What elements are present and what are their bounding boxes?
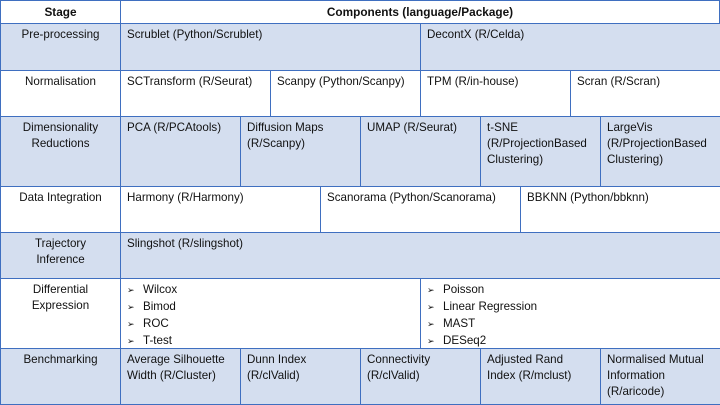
arrow-bullet-icon: ➢: [427, 337, 435, 347]
component-label: DecontX (R/Celda): [427, 28, 525, 41]
header-stage: Stage: [0, 0, 121, 24]
component-label: Clustering): [487, 153, 544, 166]
stage-label: Trajectory: [34, 237, 87, 250]
stage-label: Dimensionality: [22, 121, 99, 134]
stage-cell: Normalisation: [0, 70, 121, 117]
component-cell: Harmony (R/Harmony): [120, 186, 321, 233]
component-cell: DecontX (R/Celda): [420, 23, 720, 71]
stage-label: Reductions: [31, 137, 90, 150]
bullet-item: ➢ Wilcox: [127, 282, 414, 299]
stage-label: Differential: [32, 283, 89, 296]
component-label: BBKNN (Python/bbknn): [527, 191, 649, 204]
bullet-text: Linear Regression: [443, 300, 538, 313]
bullet-text: MAST: [443, 317, 476, 330]
component-label: Scran (R/Scran): [577, 75, 661, 88]
bullet-item: ➢ Linear Regression: [427, 299, 714, 316]
component-label: UMAP (R/Seurat): [367, 121, 457, 134]
component-label: Average Silhouette: [127, 353, 225, 366]
arrow-bullet-icon: ➢: [127, 320, 135, 330]
bullet-item: ➢ Bimod: [127, 299, 414, 316]
component-label: t-SNE: [487, 121, 518, 134]
arrow-bullet-icon: ➢: [427, 303, 435, 313]
component-label: Scrublet (Python/Scrublet): [127, 28, 263, 41]
component-label: (R/clValid): [247, 369, 300, 382]
component-label: Scanpy (Python/Scanpy): [277, 75, 405, 88]
component-label: (R/Scanpy): [247, 137, 305, 150]
component-label: Information: [607, 369, 665, 382]
stage-label: Benchmarking: [23, 353, 98, 366]
component-label: Index (R/mclust): [487, 369, 572, 382]
component-label: SCTransform (R/Seurat): [127, 75, 253, 88]
component-label: Adjusted Rand: [487, 353, 564, 366]
component-cell: Connectivity (R/clValid): [360, 348, 481, 405]
bullet-text: Poisson: [443, 283, 485, 296]
stage-cell: Benchmarking: [0, 348, 121, 405]
component-label: Harmony (R/Harmony): [127, 191, 244, 204]
header-components: Components (language/Package): [120, 0, 720, 24]
component-label: Width (R/Cluster): [127, 369, 216, 382]
component-label: (R/ProjectionBased: [607, 137, 707, 150]
component-cell: Scanorama (Python/Scanorama): [320, 186, 521, 233]
bullet-item: ➢ DESeq2: [427, 333, 714, 348]
stage-label: Inference: [36, 253, 85, 266]
bullet-text: ROC: [143, 317, 169, 330]
component-label: Connectivity: [367, 353, 431, 366]
component-label: Dunn Index: [247, 353, 307, 366]
arrow-bullet-icon: ➢: [127, 303, 135, 313]
bullet-list: ➢ Wilcox ➢ Bimod ➢ ROC ➢ T-test: [127, 282, 414, 348]
component-cell: PCA (R/PCAtools): [120, 116, 241, 187]
component-cell: Scrublet (Python/Scrublet): [120, 23, 421, 71]
stage-cell: Pre-processing: [0, 23, 121, 71]
stage-label: Data Integration: [19, 191, 102, 204]
stage-label: Pre-processing: [21, 28, 100, 41]
component-cell: Scran (R/Scran): [570, 70, 720, 117]
component-label: PCA (R/PCAtools): [127, 121, 222, 134]
component-label: Normalised Mutual: [607, 353, 704, 366]
component-label: (R/clValid): [367, 369, 420, 382]
bullet-item: ➢ MAST: [427, 316, 714, 333]
bullet-item: ➢ ROC: [127, 316, 414, 333]
component-label: LargeVis: [607, 121, 653, 134]
component-cell: Scanpy (Python/Scanpy): [270, 70, 421, 117]
arrow-bullet-icon: ➢: [127, 337, 135, 347]
stage-label: Normalisation: [25, 75, 96, 88]
component-label: Diffusion Maps: [247, 121, 324, 134]
component-label: Clustering): [607, 153, 664, 166]
component-label: (R/ProjectionBased: [487, 137, 587, 150]
stage-label: Expression: [31, 299, 90, 312]
component-cell: BBKNN (Python/bbknn): [520, 186, 720, 233]
bullet-list: ➢ Poisson ➢ Linear Regression ➢ MAST ➢ DESeq2: [427, 282, 714, 348]
bullet-text: DESeq2: [443, 334, 487, 347]
bullet-text: T-test: [143, 334, 172, 347]
component-label: Slingshot (R/slingshot): [127, 237, 243, 250]
bullet-item: ➢ Poisson: [427, 282, 714, 299]
bullet-text: Wilcox: [143, 283, 178, 296]
stage-cell: Data Integration: [0, 186, 121, 233]
bullet-text: Bimod: [143, 300, 176, 313]
component-cell: UMAP (R/Seurat): [360, 116, 481, 187]
arrow-bullet-icon: ➢: [427, 320, 435, 330]
component-cell: Dunn Index (R/clValid): [240, 348, 361, 405]
component-label: (R/aricode): [607, 385, 665, 398]
arrow-bullet-icon: ➢: [127, 286, 135, 296]
component-label: Scanorama (Python/Scanorama): [327, 191, 496, 204]
component-label: TPM (R/in-house): [427, 75, 519, 88]
component-cell: ➢ Wilcox ➢ Bimod ➢ ROC ➢ T-test: [120, 278, 421, 349]
component-cell: TPM (R/in-house): [420, 70, 571, 117]
arrow-bullet-icon: ➢: [427, 286, 435, 296]
bullet-item: ➢ T-test: [127, 333, 414, 348]
component-cell: Diffusion Maps (R/Scanpy): [240, 116, 361, 187]
component-cell: SCTransform (R/Seurat): [120, 70, 271, 117]
component-cell: ➢ Poisson ➢ Linear Regression ➢ MAST ➢ DESeq2: [420, 278, 720, 349]
component-cell: Slingshot (R/slingshot): [120, 232, 720, 279]
